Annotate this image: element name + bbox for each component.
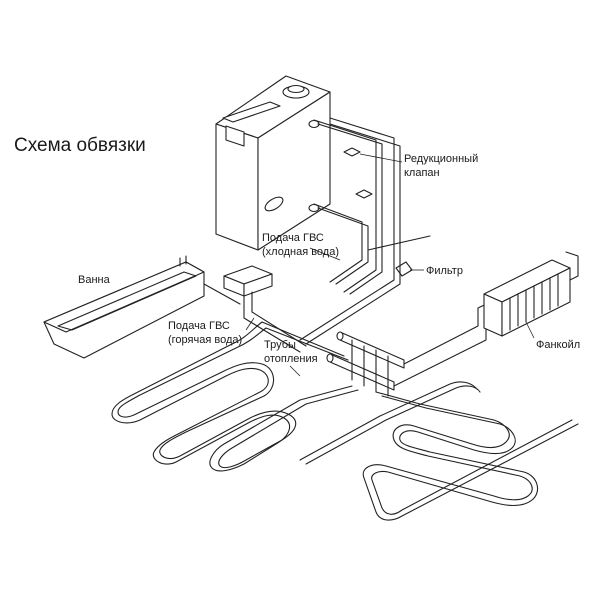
fancoil	[483, 251, 579, 337]
label-filter: Фильтр	[426, 265, 463, 277]
label-reducing-valve-2: клапан	[404, 167, 440, 179]
label-bath: Ванна	[78, 274, 111, 286]
boiler	[215, 75, 331, 251]
label-dhw-cold-2: (хлодная вода)	[262, 246, 339, 258]
boiler-control-panel	[225, 125, 245, 147]
boiler-door-handle	[264, 196, 284, 212]
mixer-box	[223, 265, 307, 353]
label-dhw-cold-1: Подача ГВС	[262, 232, 324, 244]
boiler-top-bevel	[222, 101, 281, 123]
boiler-risers	[299, 117, 431, 345]
bath	[43, 255, 241, 359]
filter-icon	[395, 261, 413, 277]
leader-lines	[245, 153, 535, 377]
valve-icon	[355, 189, 373, 199]
label-dhw-hot-1: Подача ГВС	[168, 320, 230, 332]
floor-loop-left	[111, 321, 359, 472]
diagram-title: Схема обвязки	[14, 135, 146, 156]
label-dhw-hot-2: (горячая вода)	[168, 334, 242, 346]
label-fancoil: Фанкойл	[536, 339, 580, 351]
reducing-valve-icon	[343, 147, 361, 157]
label-reducing-valve-1: Редукционный	[404, 153, 478, 165]
manifold	[326, 287, 531, 397]
label-heating-pipes-2: отопления	[264, 353, 318, 365]
boiler-flue-inner	[287, 84, 305, 94]
label-heating-pipes-1: Трубы	[264, 339, 296, 351]
floor-loop-right	[299, 381, 579, 521]
